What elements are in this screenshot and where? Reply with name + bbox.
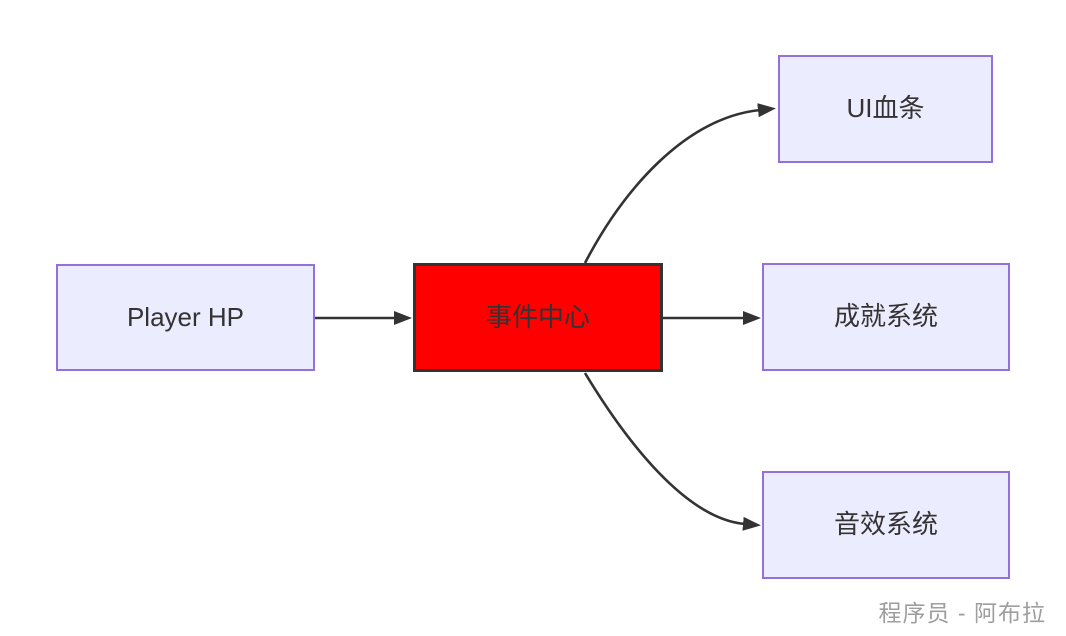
edge-eventcenter-to-sound (583, 372, 761, 531)
node-player-hp-label: Player HP (126, 301, 245, 332)
watermark-text: 程序员 - 阿布拉 (878, 600, 1046, 626)
node-sound-system: 音效系统 (762, 471, 1010, 579)
node-achievement-system-label: 成就系统 (833, 301, 938, 332)
node-event-center-label: 事件中心 (485, 301, 590, 332)
node-sound-system-label: 音效系统 (833, 509, 938, 540)
node-ui-health-bar-label: UI血条 (846, 93, 925, 124)
edge-eventcenter-to-uihealth (583, 103, 776, 264)
node-player-hp: Player HP (56, 264, 315, 371)
node-achievement-system: 成就系统 (762, 263, 1010, 371)
node-ui-health-bar: UI血条 (778, 55, 993, 163)
node-event-center: 事件中心 (413, 263, 663, 372)
